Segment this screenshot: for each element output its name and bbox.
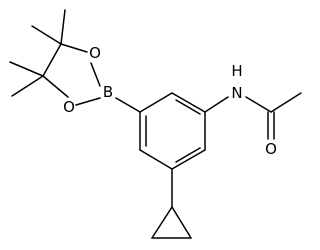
oxygen-carbon-bond [42, 75, 69, 98]
boron-oxygen-bond [75, 97, 101, 106]
ring-bond [171, 92, 206, 113]
ring-bond [171, 149, 206, 170]
ring-double-bond [175, 147, 201, 163]
carbonyl-methyl-bond [270, 92, 302, 113]
cyclopropyl-group [151, 168, 192, 239]
methyl-bond [60, 9, 66, 45]
oxygen-carbon-bond [60, 43, 88, 53]
aryl-boron-bond [115, 97, 141, 113]
methyl-bond [31, 25, 62, 45]
ring-oxygen-bottom-label: O [63, 98, 75, 116]
amide-nitrogen-label: N [231, 84, 242, 102]
benzene-ring [139, 92, 206, 170]
cyclopropyl-ring-bond [151, 206, 173, 239]
carbon-carbon-bond [42, 43, 62, 77]
carbonyl-oxygen-label: O [265, 140, 277, 158]
cyclopropyl-ring-bond [171, 206, 192, 239]
amide-hydrogen-label: H [231, 62, 242, 80]
methyl-bond [9, 61, 44, 77]
boron-label: B [103, 83, 113, 101]
ring-bond [139, 92, 173, 113]
methyl-bond [11, 75, 44, 97]
ring-oxygen-top-label: O [89, 44, 101, 62]
acetamide-group: H N O [204, 62, 302, 158]
ring-double-bond [175, 99, 201, 115]
aryl-nitrogen-bond [204, 96, 229, 113]
pinacol-boronate-group: B O O [9, 9, 141, 116]
nitrogen-carbonyl-bond [245, 96, 272, 113]
ring-bond [139, 149, 173, 170]
boron-oxygen-bond [90, 62, 101, 87]
